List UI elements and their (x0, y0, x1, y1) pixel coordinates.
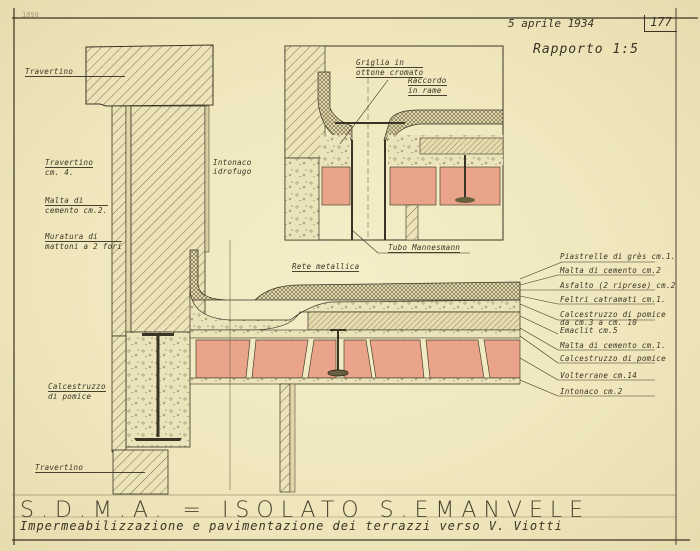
label-feltri: Feltri catramati cm.1. (560, 295, 666, 304)
label-line: Travertino (45, 158, 94, 168)
label-line: Griglia in (356, 58, 424, 68)
label-line: cm. 4. (45, 168, 74, 177)
label-calcestruzzo-pomice-left: Calcestruzzo di pomice (48, 382, 106, 401)
label-line: Calcestruzzo (48, 382, 106, 392)
label-travertino-4: Travertino cm. 4. (45, 158, 94, 177)
label-piastrelle: Piastrelle di grès cm.1. (560, 252, 676, 261)
label-line: mattoni a 2 fori (45, 242, 123, 251)
drawing-scale: Rapporto 1:5 (533, 42, 639, 57)
label-volterrane: Volterrane cm.14 (560, 371, 638, 380)
label-malta-2: Malta di cemento cm.2 (560, 266, 662, 275)
label-raccordo: Raccordo in rame (408, 76, 447, 96)
label-line: in rame (408, 86, 447, 96)
label-malta-1: Malta di cemento cm.1. (560, 341, 666, 350)
drawing-title: S.D.M.A. = ISOLATO S.EMANVELE (20, 498, 591, 523)
sheet-number: 177 (644, 15, 677, 32)
label-asfalto: Asfalto (2 riprese) cm.2 (560, 281, 676, 290)
label-line: cemento cm.2. (45, 206, 108, 215)
drawing-date: 5 aprile 1934 (508, 17, 595, 30)
label-calcestruzzo-pomice-2: da cm.3 a cm. 10 (560, 318, 638, 327)
label-intonaco-2: Intonaco cm.2 (560, 387, 623, 396)
label-muratura: Muratura di mattoni a 2 fori (45, 232, 123, 251)
label-rete-metallica: Rete metallica (292, 262, 360, 272)
label-emaclit: Emaclit cm.5 (560, 326, 618, 335)
drawing-subtitle: Impermeabilizzazione e pavimentazione de… (20, 519, 563, 533)
label-line: ottone cromato (356, 68, 424, 78)
label-line: Intonaco (213, 158, 252, 167)
label-intonaco-idrofugo: Intonaco idrofugo (213, 158, 252, 176)
label-travertino-bottom: Travertino (35, 463, 145, 473)
label-malta-cemento: Malta di cemento cm.2. (45, 196, 108, 215)
label-line: Raccordo (408, 76, 447, 86)
label-griglia: Griglia in ottone cromato (356, 58, 424, 78)
label-line: Muratura di (45, 232, 123, 242)
label-line: Malta di (45, 196, 108, 206)
label-calcestruzzo-pomice-1: Calcestruzzo di pomice (560, 310, 666, 319)
archive-stamp: 1898 (22, 11, 39, 19)
label-calcestruzzo-pomice-3: Calcestruzzo di pomice (560, 354, 666, 363)
label-line: idrofugo (213, 167, 252, 176)
label-tubo-mannesmann: Tubo Mannesmann (388, 243, 461, 253)
label-travertino-top: Travertino (25, 67, 125, 77)
label-line: di pomice (48, 392, 92, 401)
